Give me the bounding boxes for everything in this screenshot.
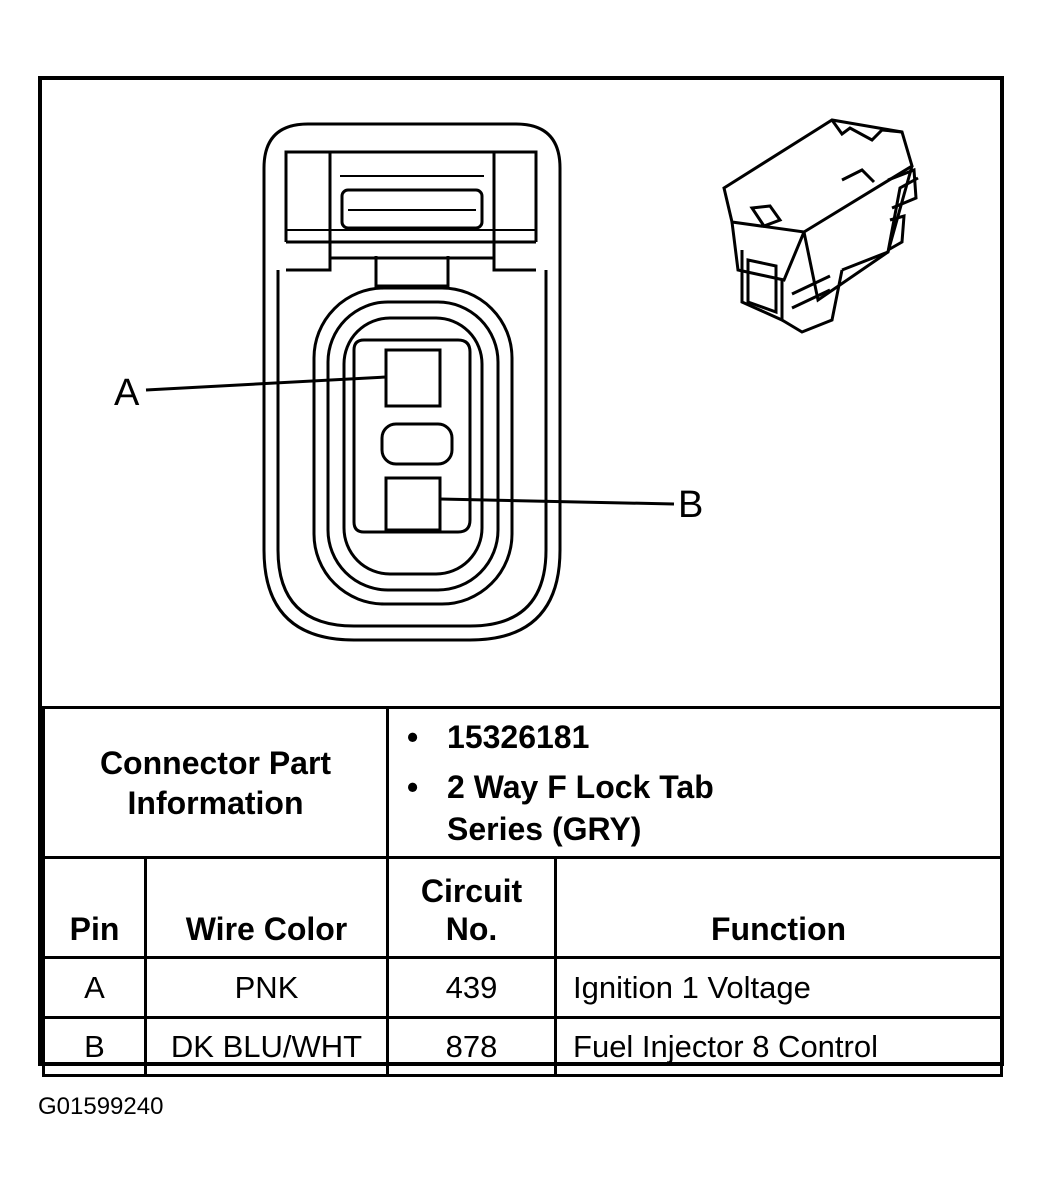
table-row: A PNK 439 Ignition 1 Voltage	[42, 956, 1004, 1019]
bullet-icon: •	[407, 768, 419, 805]
cavity-ring-middle	[326, 300, 500, 592]
connector-part-label-line2: Information	[127, 784, 304, 821]
part-number-item: • 15326181	[407, 716, 1000, 758]
connector-part-info-label: Connector Part Information	[41, 706, 390, 859]
cavity-ring-inner	[342, 316, 484, 576]
connector-part-details: • 15326181 • 2 Way F Lock Tab Series (GR…	[386, 706, 1004, 859]
series-item: • 2 Way F Lock Tab	[407, 766, 1000, 808]
part-number: 15326181	[447, 718, 590, 755]
header-pin: Pin	[42, 856, 147, 959]
header-circuit-line2: No.	[445, 911, 498, 947]
lock-tab	[284, 150, 538, 242]
series-description-line1: 2 Way F Lock Tab	[447, 768, 714, 805]
connector-part-label-line1: Connector Part	[99, 744, 332, 781]
pin-a-leader	[145, 375, 387, 392]
row-a-pin: A	[42, 956, 147, 1019]
header-function: Function	[554, 856, 1004, 959]
row-a-function: Ignition 1 Voltage	[554, 956, 1004, 1019]
connector-part-row: Connector Part Information • 15326181 • …	[41, 706, 1004, 859]
connector-housing-outer	[262, 122, 562, 642]
connector-isometric-view	[722, 118, 919, 334]
diagram-frame: A B Connector Part Information • 1532618…	[38, 76, 1004, 1077]
row-a-circuit: 439	[386, 956, 558, 1019]
row-b-wire-color: DK BLU/WHT	[143, 1016, 390, 1077]
pin-b-cavity	[384, 476, 442, 532]
row-b-pin: B	[42, 1016, 147, 1077]
pin-b-leader	[439, 497, 675, 506]
pin-a-cavity	[384, 348, 442, 408]
connector-info-table: Connector Part Information • 15326181 • …	[41, 706, 1004, 1077]
connector-drawing	[145, 118, 919, 642]
row-b-circuit: 878	[386, 1016, 558, 1077]
connector-housing-inner	[276, 270, 548, 628]
pin-b-label: B	[678, 484, 704, 526]
series-description-line2: Series (GRY)	[447, 810, 642, 847]
table-row: B DK BLU/WHT 878 Fuel Injector 8 Control	[42, 1016, 1004, 1077]
row-a-wire-color: PNK	[143, 956, 390, 1019]
image-id: G01599240	[38, 1093, 164, 1120]
header-circuit-line1: Circuit	[420, 873, 523, 909]
terminal-insert	[352, 338, 472, 534]
cavity-ring-outer	[312, 286, 514, 606]
pin-a-label: A	[114, 372, 140, 414]
row-b-function: Fuel Injector 8 Control	[554, 1016, 1004, 1077]
header-circuit-no: Circuit No.	[386, 856, 558, 959]
header-wire-color: Wire Color	[143, 856, 390, 959]
bullet-icon: •	[407, 718, 419, 755]
table-header-row: Pin Wire Color Circuit No. Function	[42, 856, 1004, 959]
